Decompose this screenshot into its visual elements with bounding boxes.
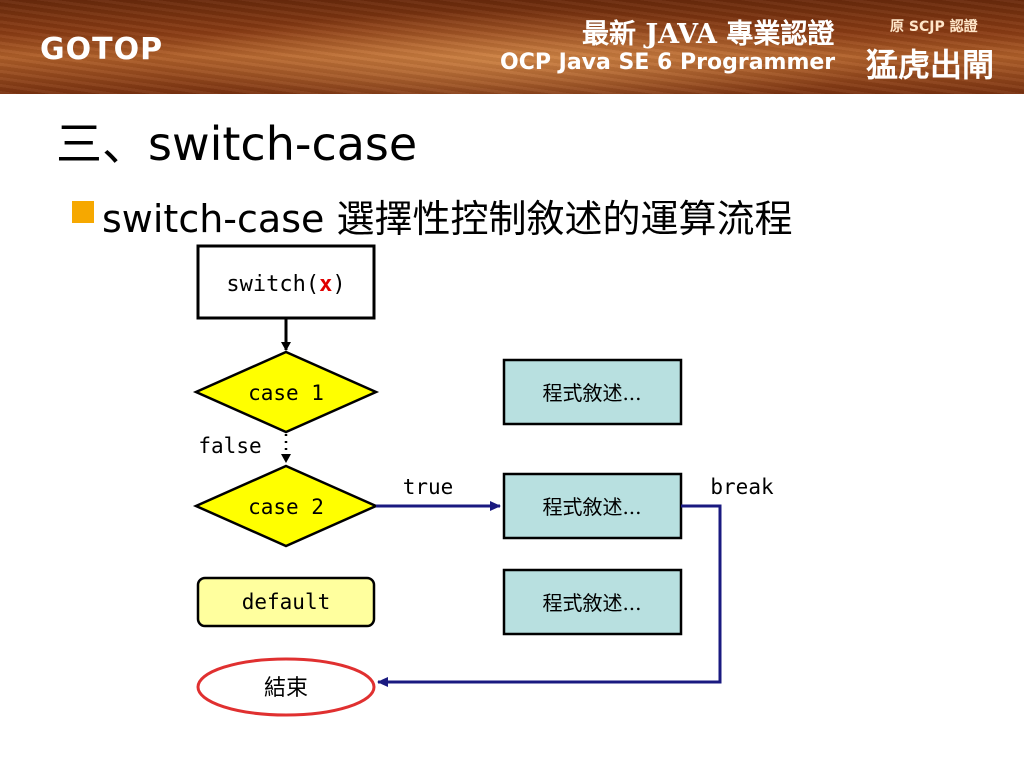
header-banner: GOTOP 最新 JAVA 專業認證 OCP Java SE 6 Program… xyxy=(0,0,1024,94)
statement-3-label: 程式敘述... xyxy=(542,591,641,615)
statement-node-3: 程式敘述... xyxy=(502,568,683,636)
default-label: default xyxy=(242,590,331,614)
statement-node-2: 程式敘述... xyxy=(502,472,683,540)
case2-node: case 2 xyxy=(192,464,380,548)
book-title-line1: 最新 JAVA 專業認證 xyxy=(582,19,835,50)
book-slogan: 猛虎出閘 xyxy=(866,46,995,84)
break-path xyxy=(377,504,722,687)
case2-label: case 2 xyxy=(248,495,324,519)
end-node: 結束 xyxy=(196,657,376,717)
default-node: default xyxy=(196,576,376,628)
break-label: break xyxy=(710,475,774,499)
case1-node: case 1 xyxy=(192,350,380,434)
switch-node: switch(x) xyxy=(196,244,376,320)
switch-suffix-text: ) xyxy=(332,272,345,297)
svg-text:switch(x): switch(x) xyxy=(226,272,345,297)
switch-var-text: x xyxy=(319,272,332,297)
bullet-point: switch-case 選擇性控制敘述的運算流程 xyxy=(72,188,792,243)
gotop-logo: GOTOP xyxy=(40,32,164,67)
statement-node-1: 程式敘述... xyxy=(502,358,683,426)
false-label: false xyxy=(198,434,261,458)
statement-2-label: 程式敘述... xyxy=(542,495,641,519)
statement-1-label: 程式敘述... xyxy=(542,381,641,405)
end-label: 結束 xyxy=(264,676,308,701)
bullet-square-icon xyxy=(72,200,94,223)
switch-prefix-text: switch( xyxy=(226,272,319,297)
slide-title: 三、switch-case xyxy=(56,117,418,171)
bullet-text: switch-case 選擇性控制敘述的運算流程 xyxy=(102,197,793,241)
case1-label: case 1 xyxy=(248,381,324,405)
true-label: true xyxy=(403,475,454,499)
original-scjp-label: 原 SCJP 認證 xyxy=(890,19,978,35)
book-title-line2: OCP Java SE 6 Programmer xyxy=(500,50,836,75)
